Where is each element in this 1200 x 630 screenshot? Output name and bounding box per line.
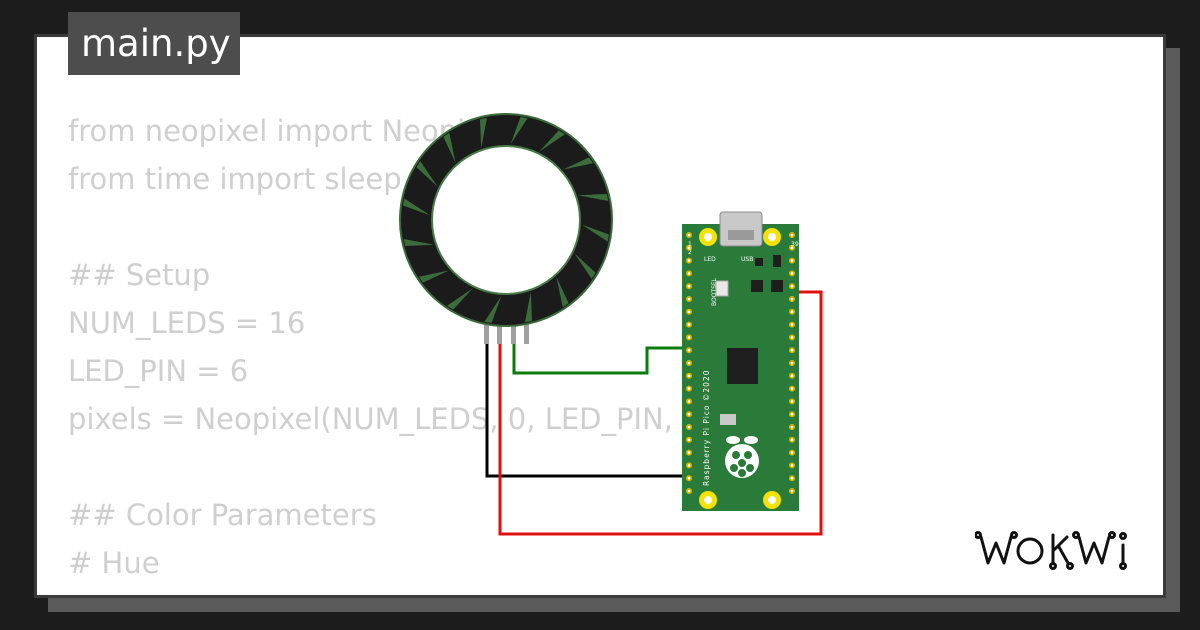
pin-hole-center [790,451,794,454]
pin-hole-center [790,233,794,237]
pin-hole-center [790,246,794,250]
pin-hole-center [790,425,794,429]
ring-led-pixel [581,224,609,242]
ring-led-pixel [447,288,473,310]
pin-hole-center [687,246,691,250]
ring-led-pixel [403,239,435,246]
pin-hole-center [790,348,794,352]
pin-hole-center [687,400,691,403]
pin-hole-center [790,374,794,378]
code-line: NUM_LEDS = 16 [68,306,306,340]
neopixel-ring[interactable] [399,113,613,327]
pin-hole-center [687,412,691,416]
code-line: # Hue [68,546,160,580]
pin-hole-center [790,361,794,365]
ring-led-pixel [577,194,609,201]
pin-hole-center [687,272,691,275]
wokwi-logo [975,531,1127,570]
pin-hole-center [790,400,794,403]
pin-1-label: 1 [688,241,692,248]
pin-hole-center [790,476,794,480]
flash-chip [720,414,736,425]
pin-hole-center [687,438,691,442]
pin-hole-center [790,438,794,442]
bootsel-label: BOOTSEL [711,277,718,306]
pin-hole-center [790,464,794,467]
pin-hole-center [687,323,691,326]
code-line: hue_offset = 4096 [68,587,783,595]
pin-hole-center [687,297,691,301]
pin-hole-center [687,233,691,237]
ring-leds [403,117,609,323]
wire-power[interactable] [498,290,823,536]
pin-hole-center [790,272,794,275]
pin-hole-center [687,361,691,365]
pin-hole-center [790,412,794,416]
raspberry-pi-pico-board[interactable]: USB LED 1 2 39 BOOTSEL Raspberry Pi Pico… [682,211,799,511]
usb-port [719,211,763,247]
ring-led-pixel [403,198,431,216]
wire-data[interactable] [512,340,690,375]
pin-hole-center [790,489,794,493]
pin-hole-center [790,259,794,262]
pin-hole-center [790,297,794,301]
pin-hole-center [687,489,691,493]
rp2040-chip [727,348,758,384]
code-line: ## Setup [68,258,211,292]
ring-led-pixel [556,276,569,308]
ring-pins [484,322,529,344]
raspberry-logo-icon [725,436,759,478]
ring-led-pixel [562,157,594,170]
led-label: LED [704,256,716,263]
ring-led-pixel [416,161,438,187]
pin-hole-center [790,323,794,326]
pin-hole-center [687,348,691,352]
ring-led-pixel [418,270,450,283]
pin-hole-center [687,374,691,378]
pin-hole-center [687,310,691,314]
pin-hole-center [687,425,691,429]
pin-hole-center [790,387,794,390]
code-line: LED_PIN = 6 [68,354,249,388]
pin-hole-center [790,284,794,288]
ring-led-pixel [443,132,456,164]
pin-hole-center [687,336,691,339]
ring-led-pixel [484,295,502,323]
pin-hole-center [790,310,794,314]
pin-header[interactable] [686,232,795,494]
pin-hole-center [790,336,794,339]
pin-hole-center [687,259,691,262]
usb-label: USB [741,256,753,263]
ring-led-pixel [539,130,565,152]
led-indicator [755,258,763,266]
pin-2-label: 2 [688,249,692,256]
pin-hole-center [687,476,691,480]
pin-hole-center [687,451,691,454]
pin-hole-center [687,284,691,288]
ring-led-pixel [510,117,528,145]
bootsel-button[interactable] [715,280,729,297]
ring-led-pixel [480,117,487,149]
pin-hole-center [687,387,691,390]
code-line: ## Color Parameters [68,498,377,532]
file-tab[interactable]: main.py [68,12,240,75]
code-line: from time import sleep [68,162,402,196]
ring-led-pixel [525,291,532,323]
pin-hole-center [687,464,691,467]
pin-39-label: 39 [791,241,799,248]
board-silkscreen: Raspberry Pi Pico ©2020 [702,370,711,487]
ring-led-pixel [574,253,596,279]
wire-ground[interactable] [485,340,692,478]
